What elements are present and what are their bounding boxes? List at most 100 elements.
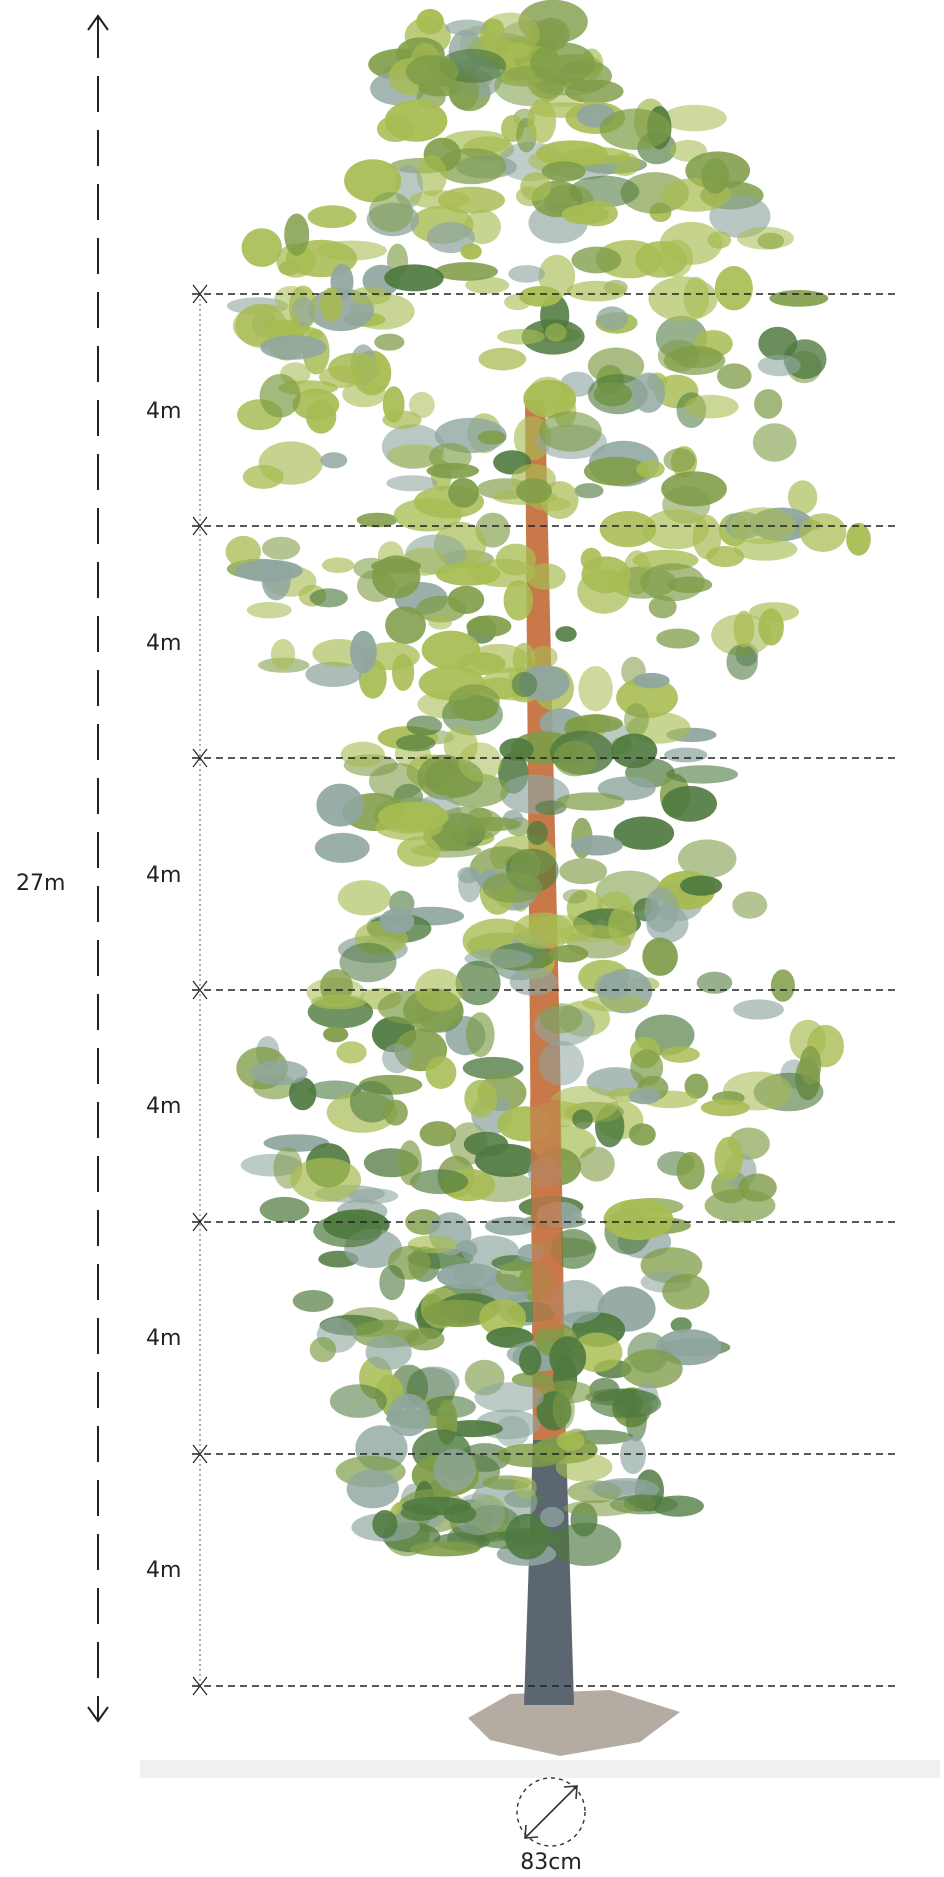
foliage-cluster (340, 741, 385, 768)
foliage-cluster (316, 240, 387, 261)
foliage-cluster (676, 1151, 705, 1190)
foliage-cluster (448, 684, 500, 721)
foliage-cluster (539, 1003, 583, 1034)
foliage-cluster (356, 512, 398, 528)
foliage-cluster (438, 186, 505, 214)
foliage-cluster (553, 740, 597, 777)
foliage-cluster (321, 557, 355, 573)
foliage-cluster (379, 908, 415, 934)
foliage-cluster (656, 628, 700, 649)
tree-point-cloud-illustration (225, 0, 871, 1756)
foliage-cluster (465, 276, 510, 294)
foliage-cluster (663, 346, 726, 375)
foliage-cluster (504, 1513, 550, 1560)
foliage-cluster (310, 994, 367, 1010)
foliage-cluster (276, 243, 316, 278)
foliage-cluster (555, 1453, 613, 1482)
foliage-cluster (594, 972, 629, 1001)
foliage-cluster (514, 1476, 537, 1499)
foliage-cluster (436, 148, 507, 185)
foliage-cluster (466, 615, 512, 637)
foliage-cluster (336, 1041, 367, 1064)
foliage-cluster (555, 626, 577, 642)
foliage-cluster (642, 509, 709, 550)
foliage-cluster (545, 323, 567, 342)
foliage-cluster (409, 1541, 480, 1557)
foliage-cluster (663, 448, 696, 473)
foliage-cluster (714, 266, 753, 311)
foliage-cluster (636, 460, 665, 479)
foliage-cluster (241, 228, 282, 267)
foliage-cluster (305, 399, 337, 434)
foliage-cluster (382, 1043, 412, 1074)
foliage-cluster (632, 672, 670, 689)
level-tick-mark (192, 748, 208, 768)
foliage-cluster (648, 595, 677, 619)
foliage-cluster (379, 1264, 405, 1301)
foliage-cluster (726, 644, 758, 680)
foliage-cluster (386, 475, 438, 492)
foliage-cluster (385, 606, 426, 645)
foliage-cluster (611, 733, 658, 769)
foliage-cluster (497, 328, 545, 345)
foliage-cluster (550, 1522, 622, 1567)
foliage-cluster (350, 286, 391, 305)
foliage-cluster (486, 1326, 534, 1348)
foliage-cluster (428, 615, 452, 630)
foliage-cluster (386, 444, 444, 468)
ground-strip (140, 1760, 940, 1778)
foliage-cluster (608, 905, 637, 946)
foliage-cluster (525, 563, 566, 590)
foliage-cluster (558, 924, 622, 943)
foliage-cluster (462, 1056, 524, 1080)
foliage-cluster (538, 1041, 584, 1086)
foliage-cluster (754, 389, 783, 419)
foliage-cluster (577, 568, 631, 614)
total-height-axis (87, 14, 109, 1723)
foliage-cluster (550, 1229, 596, 1269)
foliage-cluster (368, 192, 414, 232)
foliage-cluster (329, 1384, 387, 1418)
foliage-cluster (409, 1169, 469, 1195)
foliage-cluster (513, 912, 575, 949)
foliage-cluster (464, 1079, 498, 1118)
foliage-cluster (425, 1056, 457, 1089)
foliage-cluster (503, 580, 533, 621)
segment-measurements (192, 284, 895, 1696)
foliage-cluster (350, 630, 377, 674)
foliage-cluster (737, 226, 794, 250)
foliage-cluster (417, 754, 471, 800)
foliage-cluster (309, 1337, 337, 1363)
level-tick-mark (192, 1212, 208, 1232)
foliage-cluster (701, 158, 730, 194)
foliage-cluster (346, 1469, 399, 1509)
foliage-cluster (339, 942, 397, 983)
foliage-cluster (387, 1393, 431, 1437)
foliage-cluster (738, 1173, 777, 1202)
segment-label-6: 4m (146, 1558, 181, 1583)
foliage-cluster (263, 1134, 330, 1152)
foliage-cluster (666, 765, 739, 784)
foliage-cluster (660, 1046, 700, 1063)
foliage-cluster (416, 8, 444, 35)
foliage-cluster (559, 858, 608, 885)
foliage-cluster (549, 944, 589, 963)
foliage-cluster (684, 1073, 709, 1099)
foliage-cluster (495, 1261, 543, 1293)
foliage-cluster (630, 1049, 664, 1086)
foliage-cluster (316, 783, 365, 827)
foliage-cluster (455, 960, 501, 1006)
foliage-cluster (448, 478, 479, 508)
foliage-cluster (460, 243, 482, 260)
foliage-cluster (509, 967, 558, 996)
foliage-cluster (628, 1088, 661, 1105)
foliage-cluster (406, 715, 443, 736)
foliage-cluster (261, 536, 301, 560)
foliage-cluster (445, 19, 490, 36)
foliage-cluster (662, 104, 727, 132)
foliage-cluster (314, 832, 370, 863)
foliage-cluster (680, 875, 723, 896)
foliage-cluster (566, 280, 627, 302)
foliage-cluster (305, 661, 362, 688)
foliage-cluster (433, 1448, 477, 1491)
